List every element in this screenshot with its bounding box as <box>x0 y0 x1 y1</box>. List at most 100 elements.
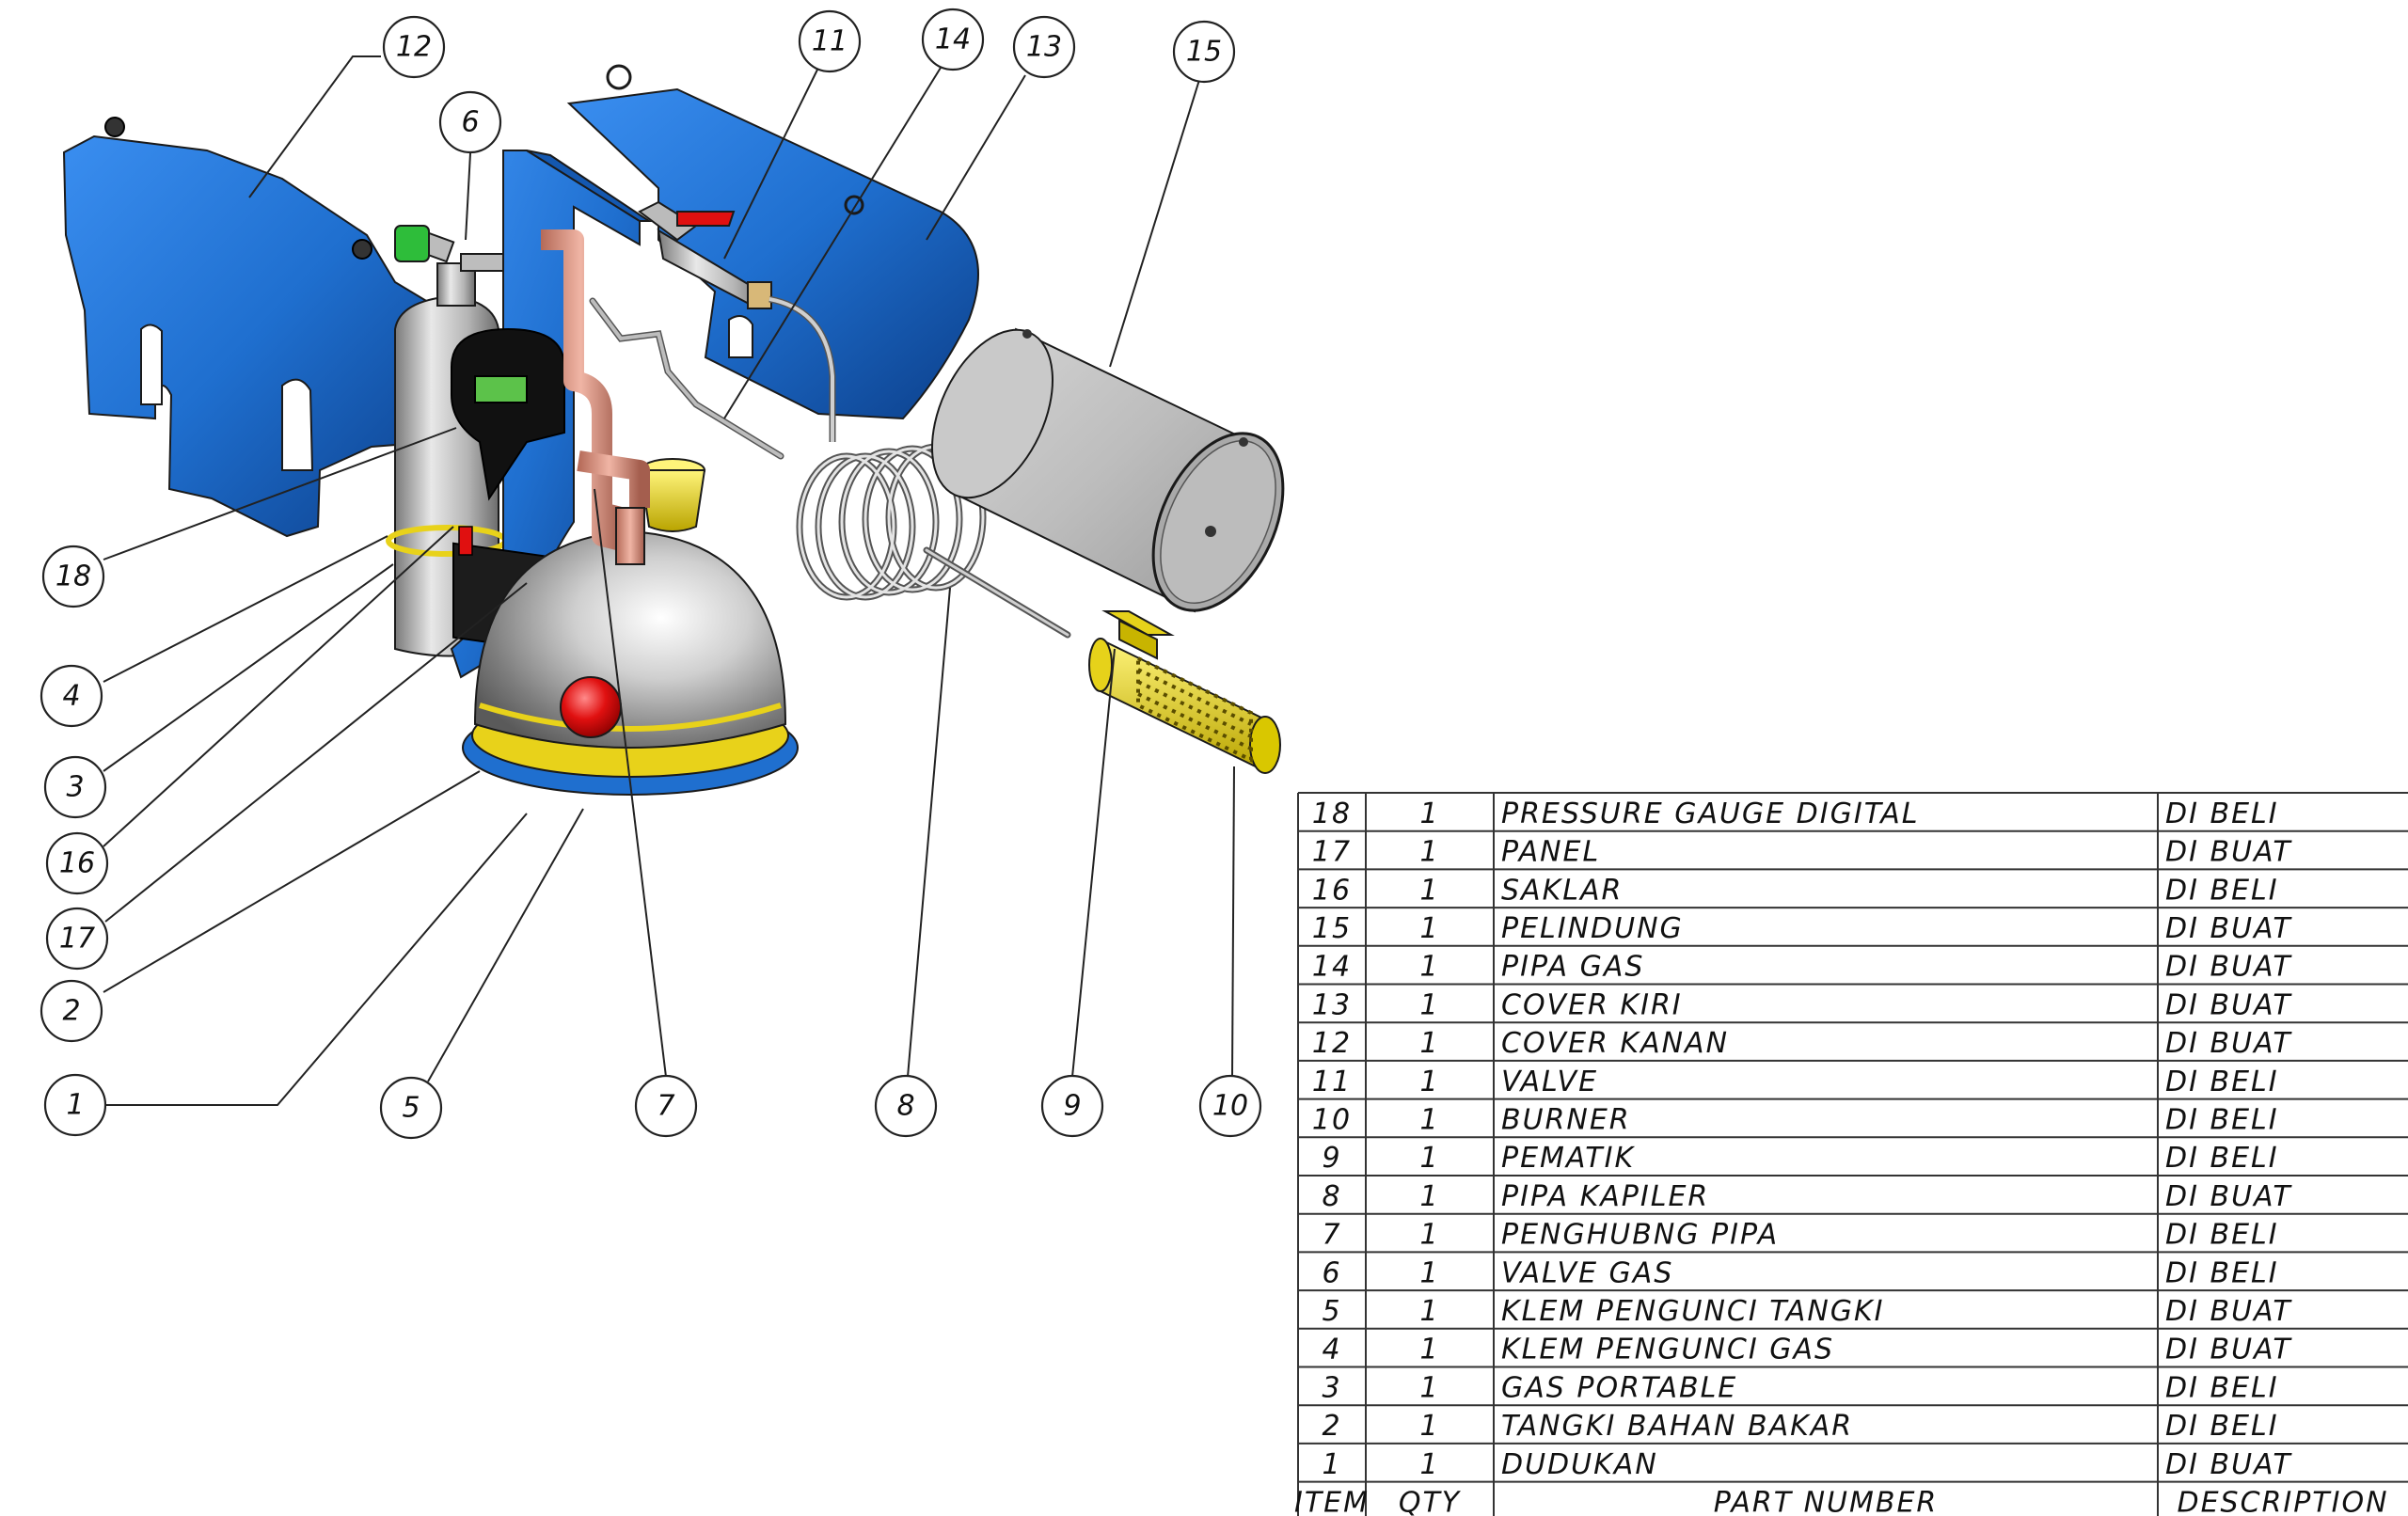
balloon-circle <box>40 979 103 1043</box>
bom-item-cell: 9 <box>1322 1142 1341 1175</box>
balloon-label: 5 <box>402 1092 420 1125</box>
bom-part-number-cell: PRESSURE GAUGE DIGITAL <box>1501 797 1920 830</box>
bom-description-cell: DI BUAT <box>2165 1027 2292 1060</box>
bom-part-number-cell: GAS PORTABLE <box>1501 1371 1737 1404</box>
leader-2 <box>103 770 481 993</box>
balloon-label: 2 <box>62 995 80 1028</box>
bom-description-cell: DI BELI <box>2165 1066 2279 1098</box>
balloon-label: 6 <box>461 106 479 139</box>
balloon-label: 18 <box>55 561 91 593</box>
bom-part-number-cell: VALVE GAS <box>1501 1256 1673 1289</box>
balloon-circle <box>1172 20 1236 84</box>
bom-item-cell: 2 <box>1322 1410 1341 1443</box>
balloon-11: 11 <box>798 9 862 73</box>
bom-description-cell: DI BUAT <box>2165 1448 2292 1481</box>
balloon-circle <box>40 664 103 728</box>
bom-part-number-cell: COVER KIRI <box>1501 988 1683 1021</box>
leader-5 <box>427 808 584 1082</box>
bom-item-cell: 10 <box>1312 1103 1352 1136</box>
bom-qty-cell: 1 <box>1419 1371 1439 1404</box>
leader-11 <box>723 67 819 260</box>
leader-16 <box>103 526 454 847</box>
balloon-circle <box>921 8 985 71</box>
bom-header-item: ITEM <box>1294 1486 1370 1516</box>
leader-4 <box>103 535 388 683</box>
balloon-circle <box>379 1076 443 1140</box>
balloon-15: 15 <box>1172 20 1236 84</box>
balloon-3: 3 <box>43 755 107 819</box>
balloon-14: 14 <box>921 8 985 71</box>
balloon-label: 4 <box>62 680 80 713</box>
balloon-label: 10 <box>1212 1090 1248 1123</box>
bom-item-cell: 1 <box>1322 1448 1341 1481</box>
bom-part-number-cell: KLEM PENGUNCI TANGKI <box>1501 1295 1885 1328</box>
balloon-label: 13 <box>1026 31 1062 64</box>
bom-description-cell: DI BUAT <box>2165 1334 2292 1366</box>
bom-part-number-cell: PENGHUBNG PIPA <box>1501 1219 1779 1252</box>
bom-qty-cell: 1 <box>1419 874 1439 907</box>
balloon-label: 15 <box>1186 36 1222 69</box>
balloon-circle <box>45 831 109 895</box>
balloon-circle <box>43 755 107 819</box>
balloon-circle <box>45 907 109 971</box>
bom-item-cell: 3 <box>1322 1371 1341 1404</box>
leader-10 <box>1231 766 1235 1078</box>
part-valve-gas <box>394 225 518 307</box>
balloon-17: 17 <box>45 907 109 971</box>
bom-item-cell: 15 <box>1312 912 1352 945</box>
bom-qty-cell: 1 <box>1419 1219 1439 1252</box>
balloon-12: 12 <box>382 15 446 79</box>
bom-qty-cell: 1 <box>1419 1256 1439 1289</box>
leader-8 <box>907 587 951 1078</box>
balloon-label: 17 <box>59 923 95 955</box>
bom-description-cell: DI BELI <box>2165 1371 2279 1404</box>
bom-header-qty: QTY <box>1399 1486 1462 1516</box>
balloon-label: 11 <box>812 25 848 58</box>
balloon-circle <box>41 545 105 608</box>
bom-qty-cell: 1 <box>1419 912 1439 945</box>
bom-qty-cell: 1 <box>1419 1448 1439 1481</box>
bom-qty-cell: 1 <box>1419 1180 1439 1213</box>
bom-item-cell: 18 <box>1312 797 1352 830</box>
bom-qty-cell: 1 <box>1419 1142 1439 1175</box>
bom-description-cell: DI BELI <box>2165 874 2279 907</box>
bom-part-number-cell: BURNER <box>1501 1103 1631 1136</box>
balloon-circle <box>798 9 862 73</box>
bom-qty-cell: 1 <box>1419 1295 1439 1328</box>
bom-item-cell: 5 <box>1322 1295 1341 1328</box>
bom-part-number-cell: PIPA KAPILER <box>1501 1180 1709 1213</box>
bom-item-cell: 13 <box>1312 988 1352 1021</box>
bom-item-cell: 16 <box>1312 874 1352 907</box>
bom-description-cell: DI BELI <box>2165 1219 2279 1252</box>
balloon-2: 2 <box>40 979 103 1043</box>
leader-3 <box>103 563 394 772</box>
bom-part-number-cell: PANEL <box>1501 836 1600 869</box>
balloon-13: 13 <box>1012 15 1076 79</box>
leader-14 <box>723 67 942 419</box>
balloon-5: 5 <box>379 1076 443 1140</box>
part-pressure-gauge-digital <box>451 327 565 501</box>
bom-item-cell: 4 <box>1322 1334 1341 1366</box>
bom-description-cell: DI BUAT <box>2165 836 2292 869</box>
bom-part-number-cell: PELINDUNG <box>1501 912 1684 945</box>
part-pematik <box>1101 610 1175 660</box>
bom-description-cell: DI BUAT <box>2165 951 2292 984</box>
bom-description-cell: DI BELI <box>2165 1410 2279 1443</box>
bom-header-part-number: PART NUMBER <box>1714 1486 1939 1516</box>
bom-qty-cell: 1 <box>1419 1027 1439 1060</box>
bom-qty-cell: 1 <box>1419 836 1439 869</box>
bom-item-cell: 17 <box>1312 836 1352 869</box>
balloon-circle <box>1040 1074 1104 1138</box>
balloon-18: 18 <box>41 545 105 608</box>
bom-description-cell: DI BUAT <box>2165 988 2292 1021</box>
balloon-6: 6 <box>438 90 502 154</box>
part-pelindung <box>930 327 1285 613</box>
part-tangki-bahan-bakar <box>462 529 799 796</box>
bom-qty-cell: 1 <box>1419 951 1439 984</box>
balloon-label: 12 <box>396 31 432 64</box>
balloon-label: 7 <box>657 1090 674 1123</box>
bom-description-cell: DI BUAT <box>2165 1180 2292 1213</box>
part-burner <box>1088 638 1281 774</box>
